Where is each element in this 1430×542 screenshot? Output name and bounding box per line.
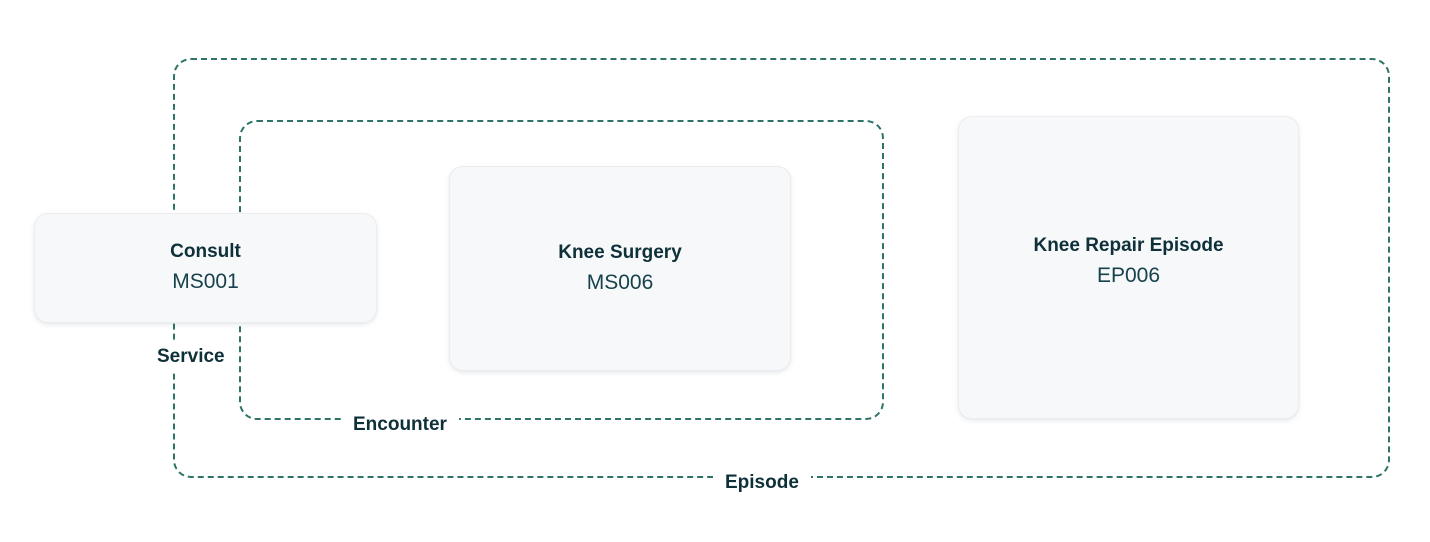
card-knee-repair-episode[interactable]: Knee Repair Episode EP006 [958, 116, 1299, 419]
card-knee-repair-episode-title: Knee Repair Episode [1033, 235, 1224, 256]
card-consult-subtitle: MS001 [172, 270, 239, 294]
card-consult-title: Consult [170, 241, 241, 263]
card-consult[interactable]: Consult MS001 [34, 213, 377, 323]
card-knee-surgery-subtitle: MS006 [586, 270, 654, 294]
card-knee-surgery[interactable]: Knee Surgery MS006 [449, 166, 791, 371]
card-knee-repair-episode-subtitle: EP006 [1096, 263, 1161, 287]
group-label-episode: Episode [713, 469, 811, 496]
group-label-service: Service [145, 343, 237, 370]
group-label-encounter: Encounter [341, 411, 459, 438]
card-knee-surgery-title: Knee Surgery [558, 241, 682, 263]
